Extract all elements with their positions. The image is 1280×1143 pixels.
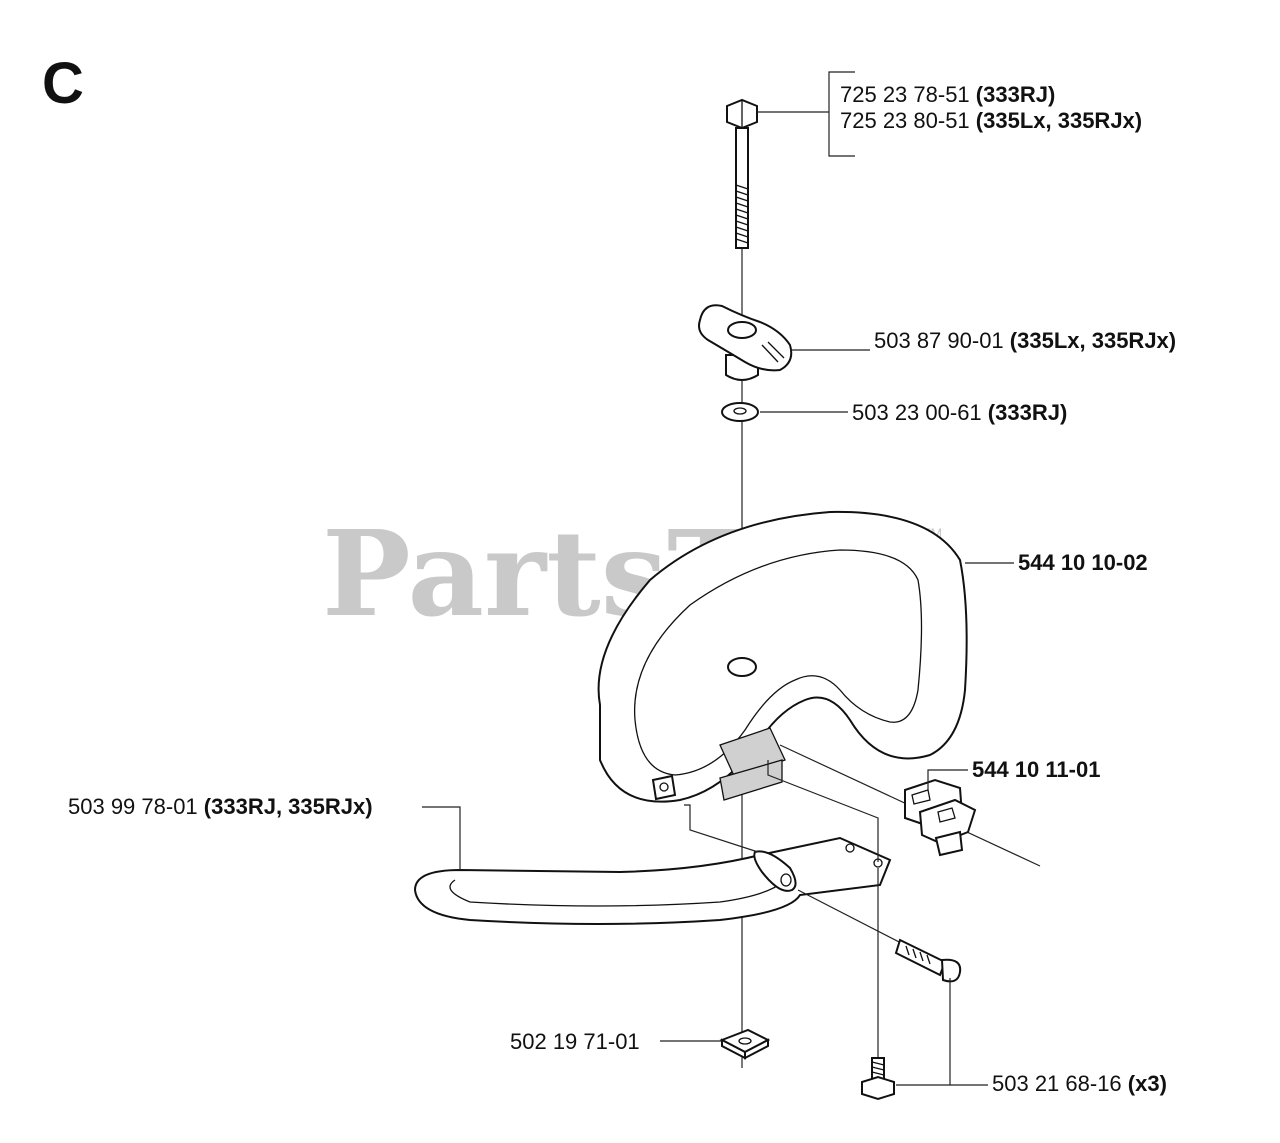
guide-line-clamp	[767, 760, 879, 862]
callout-bolt-a: 725 23 78-51 (333RJ)	[840, 82, 1055, 107]
leader-clamp	[927, 769, 968, 790]
guard-bar-icon	[413, 836, 892, 925]
callout-screw: 503 21 68-16 (x3)	[992, 1071, 1167, 1096]
wing-knob-icon	[698, 304, 793, 381]
screw-icon	[894, 938, 962, 983]
square-nut-icon	[719, 1028, 771, 1060]
lower-screw-icon	[861, 1057, 895, 1101]
callout-knob: 503 87 90-01 (335Lx, 335RJx)	[874, 328, 1176, 353]
loop-handle-icon	[597, 510, 968, 803]
washer-icon	[721, 402, 759, 422]
bracket-bolt	[828, 71, 855, 157]
callout-square-nut: 502 19 71-01	[510, 1029, 640, 1054]
guide-line-side-screw	[797, 889, 906, 946]
callout-bolt-b: 725 23 80-51 (335Lx, 335RJx)	[840, 108, 1142, 133]
callout-washer: 503 23 00-61 (333RJ)	[852, 400, 1067, 425]
callout-handle: 544 10 10-02	[1018, 550, 1148, 575]
section-label: C	[42, 51, 84, 116]
callout-guard-bar: 503 99 78-01 (333RJ, 335RJx)	[68, 794, 373, 819]
callout-clamp: 544 10 11-01	[972, 757, 1100, 782]
bolt-icon	[726, 98, 758, 249]
clamp-icon	[904, 778, 977, 857]
leader-guard-bar	[422, 806, 461, 870]
leader-screws	[896, 978, 951, 1086]
guide-line-hinge	[684, 804, 759, 853]
